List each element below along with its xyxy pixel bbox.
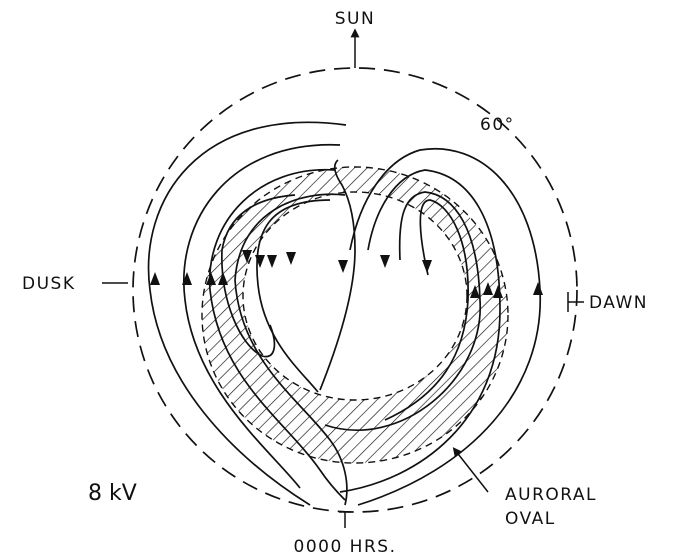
dawn-contour-5 [319, 159, 356, 391]
flow-arrow [483, 282, 493, 295]
auroral-oval-inner-edge [242, 191, 468, 401]
dawn-contour-2 [339, 169, 501, 493]
auroral-oval-outer-edge [201, 166, 509, 464]
auroral-oval-pointer [452, 447, 489, 493]
potential-label: 8 kV [88, 481, 137, 506]
flow-arrow [533, 282, 543, 295]
dusk-contour-3 [208, 168, 346, 501]
sun-label: SUN [335, 9, 375, 29]
flow-arrow [218, 272, 228, 285]
flow-arrow [470, 285, 480, 298]
dusk-contour-5 [256, 199, 331, 393]
auroral-label-line2: OVAL [505, 509, 556, 529]
flow-arrow [182, 272, 192, 285]
latitude-label: 60° [480, 115, 515, 135]
flow-arrow [206, 272, 216, 285]
flow-arrows [150, 250, 543, 298]
dusk-contour-2 [183, 144, 341, 489]
dusk-contour-1 [147, 121, 347, 506]
dusk-label: DUSK [22, 274, 75, 294]
dusk-contour-4 [234, 193, 348, 506]
dawn-contour-3 [324, 191, 481, 431]
flow-arrow [338, 260, 348, 273]
flow-arrow [242, 250, 252, 263]
latitude-60-ring [132, 67, 578, 513]
midnight-label: 0000 HRS. [294, 537, 397, 557]
flow-arrow [380, 255, 390, 268]
flow-arrow [493, 285, 503, 298]
dawn-label: DAWN [589, 293, 648, 313]
flow-arrow [255, 255, 265, 268]
flow-arrow [267, 255, 277, 268]
auroral-label-line1: AURORAL [505, 485, 597, 505]
flow-arrow [286, 252, 296, 265]
dusk-convection-cell [147, 121, 348, 506]
flow-arrow [422, 260, 432, 273]
dawn-contour-4 [384, 199, 469, 421]
dusk-contour-6 [221, 194, 296, 358]
dawn-contour-1 [349, 147, 541, 506]
auroral-oval [201, 167, 508, 463]
flow-arrow [150, 272, 160, 285]
dawn-convection-cell [319, 147, 541, 506]
